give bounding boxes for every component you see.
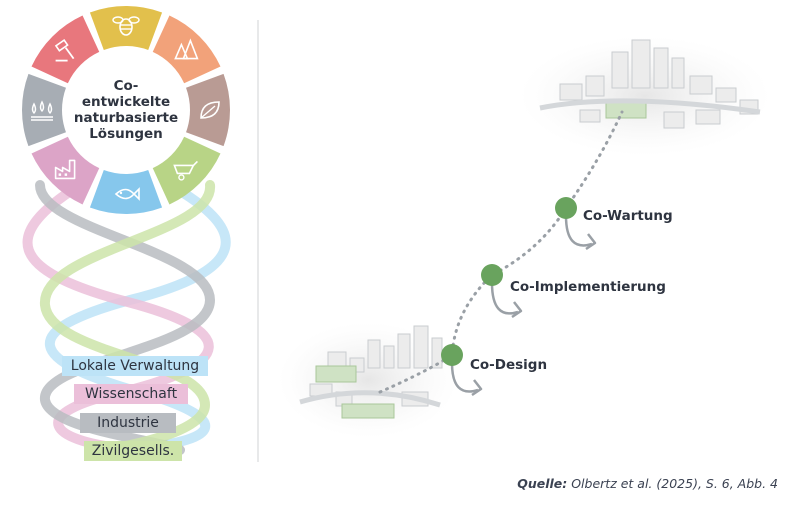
wheel-segment-factory	[31, 136, 100, 205]
wheel-segment-wheelbarrow	[152, 136, 221, 205]
stage-label-co-wartung: Co-Wartung	[583, 208, 673, 224]
gavel-icon	[54, 39, 75, 62]
forest-icon	[174, 38, 199, 60]
wheel-center-disc	[64, 48, 188, 172]
city-top	[519, 36, 771, 156]
helix-strand-lokale-verwaltung	[44, 180, 231, 453]
legend-lokale-verwaltung: Lokale Verwaltung	[62, 356, 208, 376]
bee-icon	[112, 16, 140, 36]
stage-co-design	[441, 344, 483, 397]
wheel-segment-rain	[21, 73, 66, 147]
legend-industrie: Industrie	[80, 413, 176, 433]
helix-strand-wissenschaft	[22, 180, 214, 453]
legend-wissenschaft: Wissenschaft	[74, 384, 188, 404]
rain-icon	[31, 100, 53, 121]
wheel-segment-bee	[89, 5, 163, 50]
wheel-segment-leaf	[186, 73, 231, 147]
stage-dot-co-design	[441, 344, 463, 366]
stakeholder-helix	[22, 180, 231, 457]
process-path	[378, 110, 624, 394]
leaf-icon	[200, 101, 220, 119]
stage-co-wartung	[555, 197, 597, 251]
stage-label-co-implementierung: Co-Implementierung	[510, 279, 666, 295]
factory-icon	[54, 159, 76, 180]
source-citation: Quelle: Olbertz et al. (2025), S. 6, Abb…	[517, 476, 778, 491]
stage-dot-co-implementierung	[481, 264, 503, 286]
wheelbarrow-icon	[173, 160, 198, 181]
wheel-segment-gavel	[31, 15, 100, 84]
source-text: Olbertz et al. (2025), S. 6, Abb. 4	[567, 476, 778, 491]
stage-dot-co-wartung	[555, 197, 577, 219]
sector-wheel	[21, 5, 231, 214]
wheel-segment-fish	[89, 170, 163, 214]
helix-strand-zivilgesellschaft	[40, 180, 215, 457]
stage-label-co-design: Co-Design	[470, 357, 548, 373]
stage-co-implementierung	[481, 264, 523, 319]
city-bottom	[278, 322, 458, 438]
legend-zivilgesellschaft: Zivilgesells.	[84, 441, 182, 461]
source-prefix: Quelle:	[517, 476, 568, 491]
fish-icon	[114, 187, 140, 201]
